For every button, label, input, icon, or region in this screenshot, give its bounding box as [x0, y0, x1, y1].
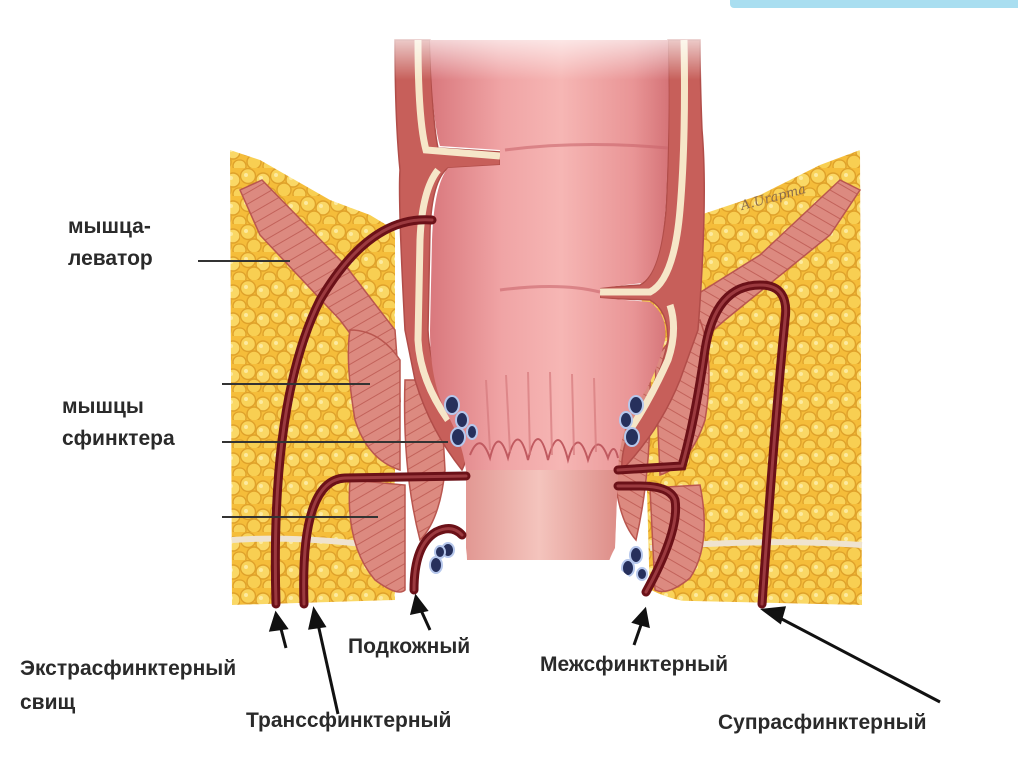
label-intersphincteric: Межсфинктерный [540, 652, 728, 678]
arrow-suprasphincteric [776, 616, 940, 702]
label-sphincter-2: сфинктера [62, 426, 175, 452]
arrow-intersphincteric-head [634, 610, 648, 626]
top-fade [230, 20, 870, 80]
label-transsphincteric: Транссфинктерный [246, 708, 451, 734]
label-levator-1: мышца- [68, 214, 151, 240]
label-subcutaneous: Подкожный [348, 634, 470, 660]
arrow-transsphincteric [318, 624, 338, 714]
arrow-extrasphincteric-head [271, 614, 286, 630]
arrow-suprasphincteric-head [764, 608, 784, 622]
arrow-transsphincteric-head [310, 610, 324, 628]
label-suprasphincteric: Супрасфинктерный [718, 710, 927, 736]
label-extrasphincteric-2: свищ [20, 690, 75, 716]
label-levator-2: леватор [68, 246, 153, 272]
label-sphincter-1: мышцы [62, 394, 144, 420]
label-extrasphincteric-1: Экстрасфинктерный [20, 656, 236, 682]
